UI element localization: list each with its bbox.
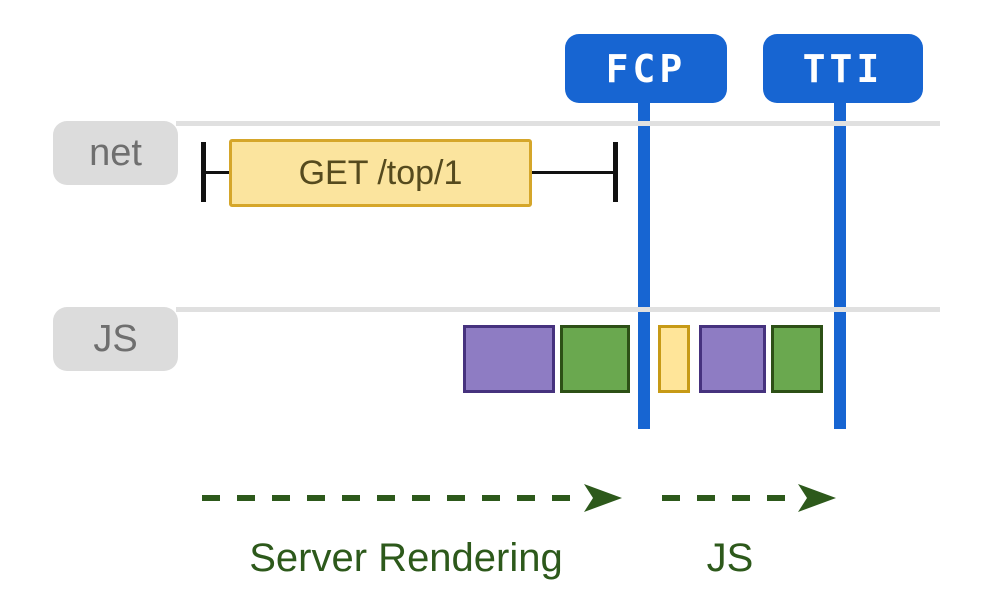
fcp-marker-line	[638, 100, 650, 429]
server-rendering-arrow-icon	[202, 484, 622, 512]
fcp-badge-label: FCP	[605, 46, 687, 91]
js-task-block-green	[560, 325, 630, 393]
request-start-connector	[206, 171, 229, 174]
request-end-tick	[613, 142, 618, 202]
js-lane-label: JS	[53, 307, 178, 371]
net-lane-label-text: net	[89, 131, 142, 174]
network-request-bar: GET /top/1	[229, 139, 532, 207]
tti-badge: TTI	[763, 34, 923, 103]
js-task-block-green	[771, 325, 823, 393]
tti-marker-line	[834, 100, 846, 429]
js-task-block-yellow	[658, 325, 690, 393]
fcp-badge: FCP	[565, 34, 727, 103]
js-arrow-icon	[662, 484, 836, 512]
js-task-blocks	[0, 325, 994, 393]
request-start-tick	[201, 142, 206, 202]
js-task-block-purple	[699, 325, 766, 393]
js-lane-track	[176, 307, 940, 312]
server-rendering-phase-label: Server Rendering	[249, 536, 563, 580]
js-task-block-purple	[463, 325, 555, 393]
js-lane-label-text: JS	[93, 317, 138, 360]
request-end-connector	[532, 171, 613, 174]
network-request-label: GET /top/1	[298, 153, 463, 192]
net-lane-label: net	[53, 121, 178, 185]
tti-badge-label: TTI	[802, 46, 884, 91]
net-lane-track	[176, 121, 940, 126]
js-phase-label: JS	[706, 536, 754, 580]
